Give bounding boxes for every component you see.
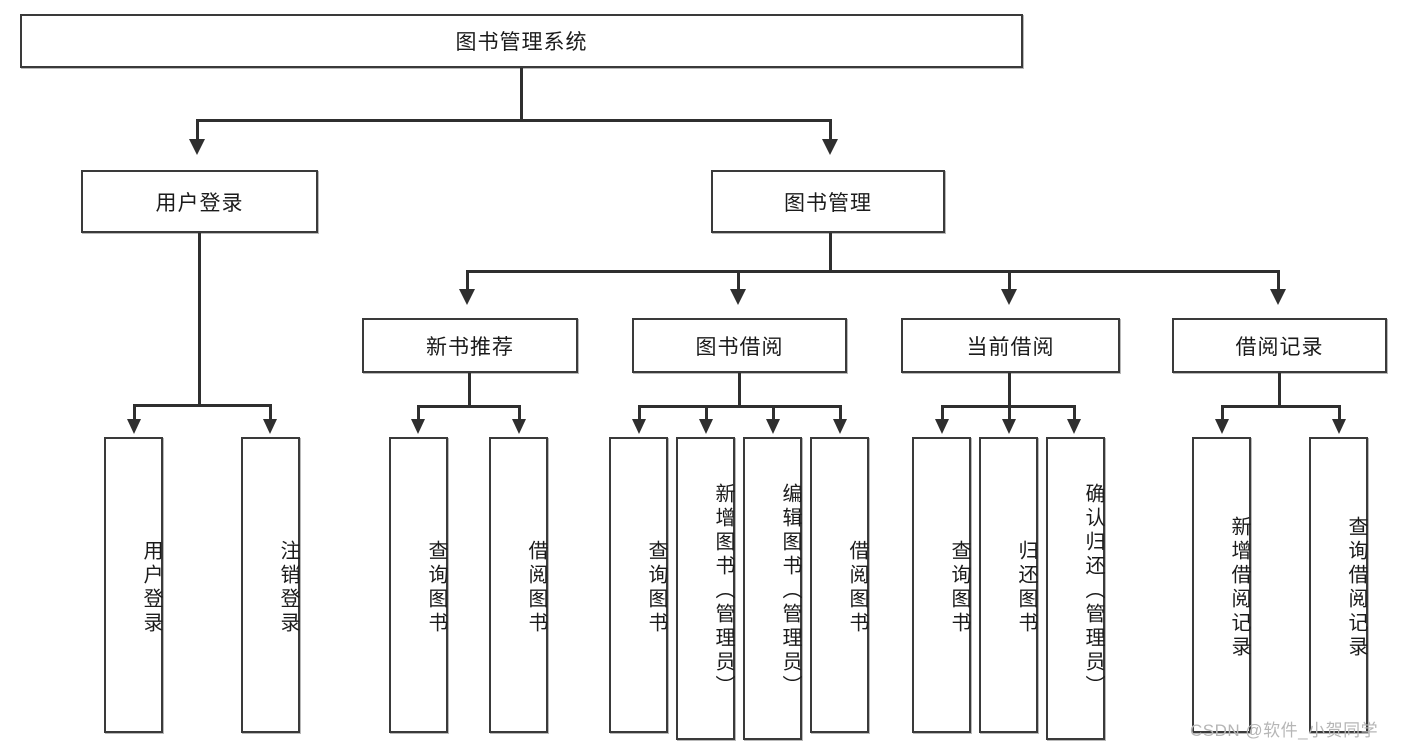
edge-cb-to-leaf-2 — [1073, 405, 1076, 421]
arrow-cb-to-leaf-2 — [1067, 419, 1081, 434]
node-label: 查询图书 — [425, 540, 447, 636]
edge-book-management-bar — [466, 270, 1280, 273]
edge-bb-to-leaf-0 — [638, 405, 641, 421]
arrow-bm-to-book-borrow — [730, 289, 746, 305]
edge-br-to-leaf-1 — [1338, 405, 1341, 421]
node-current-borrow[interactable]: 当前借阅 — [901, 318, 1120, 373]
node-borrow-record[interactable]: 借阅记录 — [1172, 318, 1387, 373]
edge-nbr-to-leaf-1 — [518, 405, 521, 421]
node-label: 借阅图书 — [846, 540, 868, 636]
leaf-book-borrow-0[interactable]: 查询图书 — [609, 437, 668, 733]
arrow-br-to-leaf-1 — [1332, 419, 1346, 434]
leaf-new-book-recommend-0[interactable]: 查询图书 — [389, 437, 448, 733]
node-new-book-recommend[interactable]: 新书推荐 — [362, 318, 578, 373]
edge-cb-stem — [1008, 373, 1011, 406]
node-label: 新增借阅记录 — [1228, 516, 1250, 660]
node-label: 借阅图书 — [525, 540, 547, 636]
arrow-cb-to-leaf-0 — [935, 419, 949, 434]
node-label: 注销登录 — [277, 540, 299, 636]
edge-root-to-user-login — [196, 119, 199, 141]
arrow-bb-to-leaf-2 — [766, 419, 780, 434]
arrow-root-to-book-management — [822, 139, 838, 155]
arrow-bm-to-borrow-record — [1270, 289, 1286, 305]
edge-bm-to-current-borrow — [1008, 270, 1011, 291]
edge-bb-stem — [738, 373, 741, 406]
leaf-current-borrow-0[interactable]: 查询图书 — [912, 437, 971, 733]
edge-br-stem — [1278, 373, 1281, 406]
edge-user-login-bar — [133, 404, 271, 407]
node-label: 归还图书 — [1015, 540, 1037, 636]
node-label: 查询图书 — [645, 540, 667, 636]
node-user-login[interactable]: 用户登录 — [81, 170, 318, 233]
edge-bb-to-leaf-2 — [772, 405, 775, 421]
leaf-user-login-1[interactable]: 注销登录 — [241, 437, 300, 733]
edge-nbr-stem — [468, 373, 471, 406]
arrow-bm-to-current-borrow — [1001, 289, 1017, 305]
arrow-nbr-to-leaf-0 — [411, 419, 425, 434]
arrow-root-to-user-login — [189, 139, 205, 155]
leaf-borrow-record-1[interactable]: 查询借阅记录 — [1309, 437, 1368, 733]
edge-br-bar — [1221, 405, 1339, 408]
edge-bm-to-borrow-record — [1277, 270, 1280, 291]
arrow-cb-to-leaf-1 — [1002, 419, 1016, 434]
edge-cb-to-leaf-0 — [941, 405, 944, 421]
node-label: 新增图书（管理员） — [712, 482, 734, 699]
leaf-book-borrow-2[interactable]: 编辑图书（管理员） — [743, 437, 802, 740]
edge-bb-to-leaf-3 — [839, 405, 842, 421]
node-label: 图书管理系统 — [455, 31, 588, 54]
arrow-bm-to-new-book — [459, 289, 475, 305]
node-book-borrow[interactable]: 图书借阅 — [632, 318, 847, 373]
edge-br-to-leaf-0 — [1221, 405, 1224, 421]
edge-cb-to-leaf-1 — [1008, 405, 1011, 421]
leaf-new-book-recommend-1[interactable]: 借阅图书 — [489, 437, 548, 733]
arrow-nbr-to-leaf-1 — [512, 419, 526, 434]
arrow-bb-to-leaf-0 — [632, 419, 646, 434]
edge-user-login-to-leaf-1 — [269, 404, 272, 421]
node-label: 查询借阅记录 — [1345, 516, 1367, 660]
edge-bm-to-new-book — [466, 270, 469, 291]
leaf-current-borrow-1[interactable]: 归还图书 — [979, 437, 1038, 733]
arrow-bb-to-leaf-3 — [833, 419, 847, 434]
edge-user-login-to-leaf-0 — [133, 404, 136, 421]
arrow-user-login-to-leaf-0 — [127, 419, 141, 434]
node-book-management[interactable]: 图书管理 — [711, 170, 945, 233]
node-label: 确认归还（管理员） — [1082, 482, 1104, 699]
node-label: 图书借阅 — [695, 335, 784, 359]
edge-bb-bar — [638, 405, 842, 408]
arrow-bb-to-leaf-1 — [699, 419, 713, 434]
node-root-book-management-system[interactable]: 图书管理系统 — [20, 14, 1023, 68]
node-label: 当前借阅 — [966, 335, 1055, 359]
edge-nbr-to-leaf-0 — [417, 405, 420, 421]
leaf-book-borrow-1[interactable]: 新增图书（管理员） — [676, 437, 735, 740]
leaf-borrow-record-0[interactable]: 新增借阅记录 — [1192, 437, 1251, 733]
edge-nbr-bar — [417, 405, 521, 408]
leaf-current-borrow-2[interactable]: 确认归还（管理员） — [1046, 437, 1105, 740]
edge-root-bar — [196, 119, 832, 122]
node-label: 查询图书 — [948, 540, 970, 636]
node-label: 图书管理 — [784, 191, 872, 215]
node-label: 用户登录 — [155, 191, 244, 215]
edge-root-stem — [520, 68, 523, 120]
leaf-user-login-0[interactable]: 用户登录 — [104, 437, 163, 733]
node-label: 借阅记录 — [1235, 335, 1324, 359]
node-label: 编辑图书（管理员） — [779, 482, 801, 699]
edge-bm-to-book-borrow — [737, 270, 740, 291]
edge-bb-to-leaf-1 — [705, 405, 708, 421]
node-label: 新书推荐 — [426, 335, 514, 359]
edge-root-to-book-management — [829, 119, 832, 141]
node-label: 用户登录 — [140, 540, 162, 636]
arrow-br-to-leaf-0 — [1215, 419, 1229, 434]
edge-user-login-stem — [198, 233, 201, 405]
leaf-book-borrow-3[interactable]: 借阅图书 — [810, 437, 869, 733]
arrow-user-login-to-leaf-1 — [263, 419, 277, 434]
edge-book-management-stem — [829, 233, 832, 271]
